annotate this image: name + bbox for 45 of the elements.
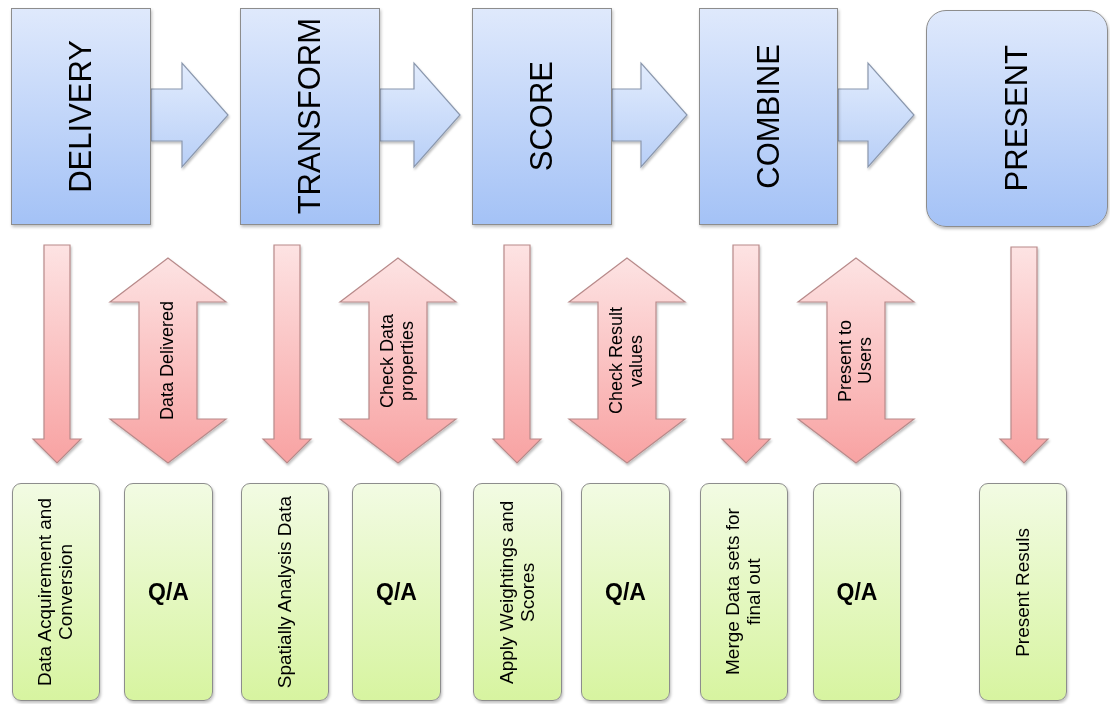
edge-label: Check Result values bbox=[607, 306, 647, 417]
task-box bbox=[241, 483, 329, 701]
edge-label: Check Data properties bbox=[378, 312, 418, 410]
down-arrow bbox=[261, 244, 313, 464]
stage-label: SCORE bbox=[525, 61, 559, 172]
task-box bbox=[124, 483, 213, 701]
down-arrow bbox=[720, 244, 772, 464]
edge-label: Present to Users bbox=[836, 318, 876, 404]
task-box bbox=[581, 483, 670, 701]
stage-label: DELIVERY bbox=[64, 40, 98, 193]
double-arrow bbox=[567, 257, 687, 464]
stage-label: TRANSFORM bbox=[293, 18, 327, 215]
block-arrow bbox=[150, 61, 229, 169]
down-arrow bbox=[31, 244, 83, 464]
task-box bbox=[352, 483, 441, 701]
stage-box bbox=[699, 8, 838, 225]
stage-box bbox=[472, 8, 612, 225]
task-label: Data Acquirement and Conversion bbox=[35, 497, 77, 688]
block-arrow bbox=[379, 61, 461, 169]
down-arrow bbox=[491, 244, 543, 464]
down-arrow bbox=[998, 246, 1050, 464]
task-label: Apply Weightings and Scores bbox=[497, 499, 538, 686]
task-box bbox=[979, 483, 1067, 701]
task-label: Present Resuls bbox=[1012, 527, 1034, 657]
task-box bbox=[813, 483, 901, 701]
box-label: Q/A bbox=[836, 578, 878, 606]
double-arrow bbox=[338, 257, 458, 464]
block-arrow bbox=[611, 61, 688, 169]
box-label: Q/A bbox=[148, 578, 189, 606]
task-box bbox=[700, 483, 788, 701]
stage-label: COMBINE bbox=[751, 44, 786, 189]
task-label: Merge Data sets for final out bbox=[723, 507, 765, 678]
double-arrow bbox=[108, 257, 228, 464]
box-label: Q/A bbox=[376, 578, 417, 606]
task-label: Spatially Analysis Data bbox=[274, 495, 296, 689]
stage-box bbox=[926, 10, 1108, 227]
task-box bbox=[12, 483, 100, 701]
stage-box bbox=[240, 8, 380, 225]
stage-label: PRESENT bbox=[1000, 45, 1034, 192]
box-label: Q/A bbox=[605, 578, 646, 606]
task-box bbox=[473, 483, 562, 701]
double-arrow bbox=[796, 257, 916, 464]
edge-label: Data Delivered bbox=[158, 300, 178, 421]
stage-box bbox=[11, 8, 151, 225]
block-arrow bbox=[837, 61, 915, 169]
